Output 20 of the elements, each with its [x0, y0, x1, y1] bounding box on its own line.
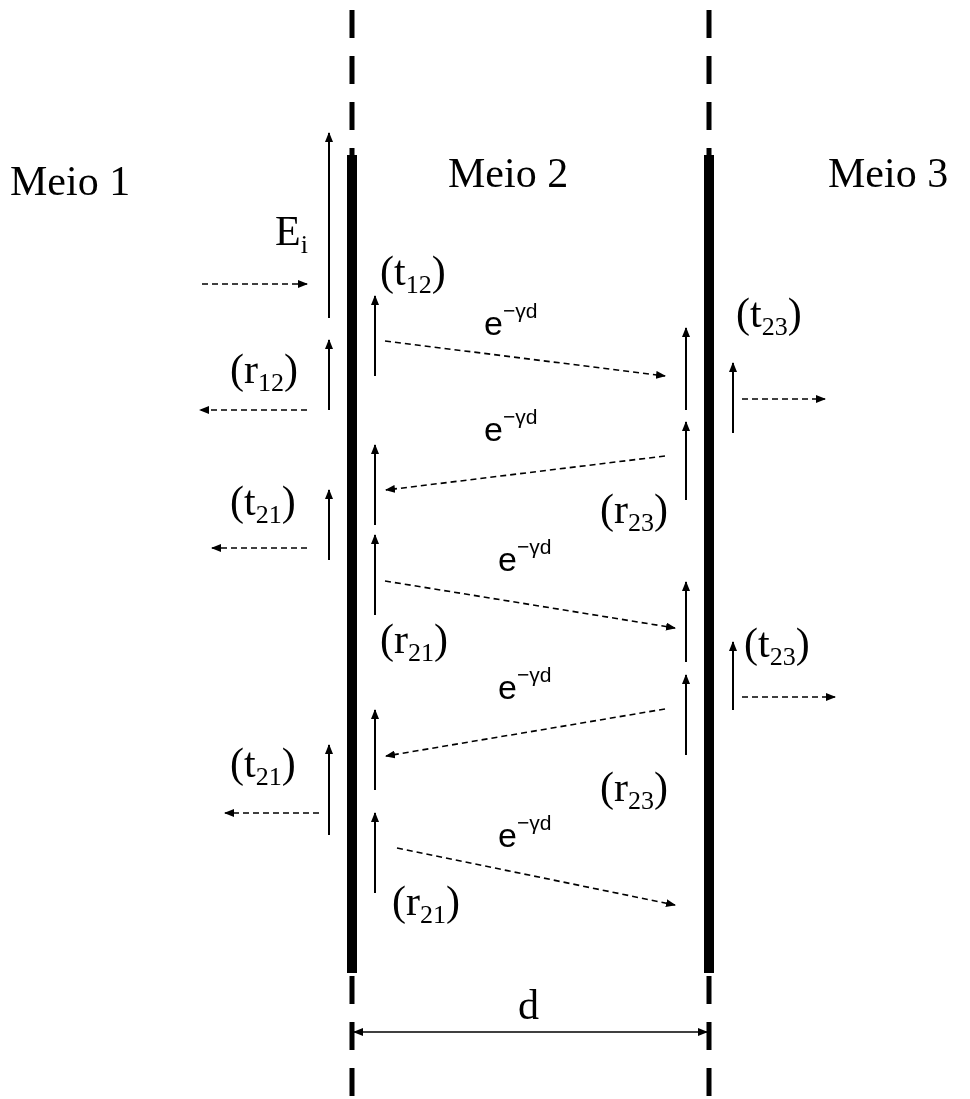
coefficient-label: (r$_{23}$) — [600, 488, 668, 536]
coefficient-label: (t$_{21}$) — [230, 480, 296, 528]
propagation-factor: e$^{−γd}$ — [484, 406, 538, 446]
propagation-factor: e$^{−γd}$ — [498, 536, 552, 576]
field-label: E$_{i}$ — [275, 210, 308, 258]
propagation-factor: e$^{−γd}$ — [484, 300, 538, 340]
coefficient-label: (t$_{12}$) — [380, 250, 446, 298]
medium-label: Meio 1 — [10, 160, 131, 202]
coefficient-label: (t$_{23}$) — [744, 622, 810, 670]
coefficient-label: (r$_{23}$) — [600, 766, 668, 814]
medium-label: Meio 3 — [828, 152, 949, 194]
propagation-factor: e$^{−γd}$ — [498, 664, 552, 704]
coefficient-label: (r$_{21}$) — [392, 880, 460, 928]
propagation-factor: e$^{−γd}$ — [498, 812, 552, 852]
coefficient-label: (r$_{21}$) — [380, 618, 448, 666]
coefficient-label: (r$_{12}$) — [230, 348, 298, 396]
coefficient-label: (t$_{23}$) — [736, 292, 802, 340]
dimension-label: d — [518, 984, 539, 1026]
coefficient-label: (t$_{21}$) — [230, 742, 296, 790]
medium-label: Meio 2 — [448, 152, 569, 194]
